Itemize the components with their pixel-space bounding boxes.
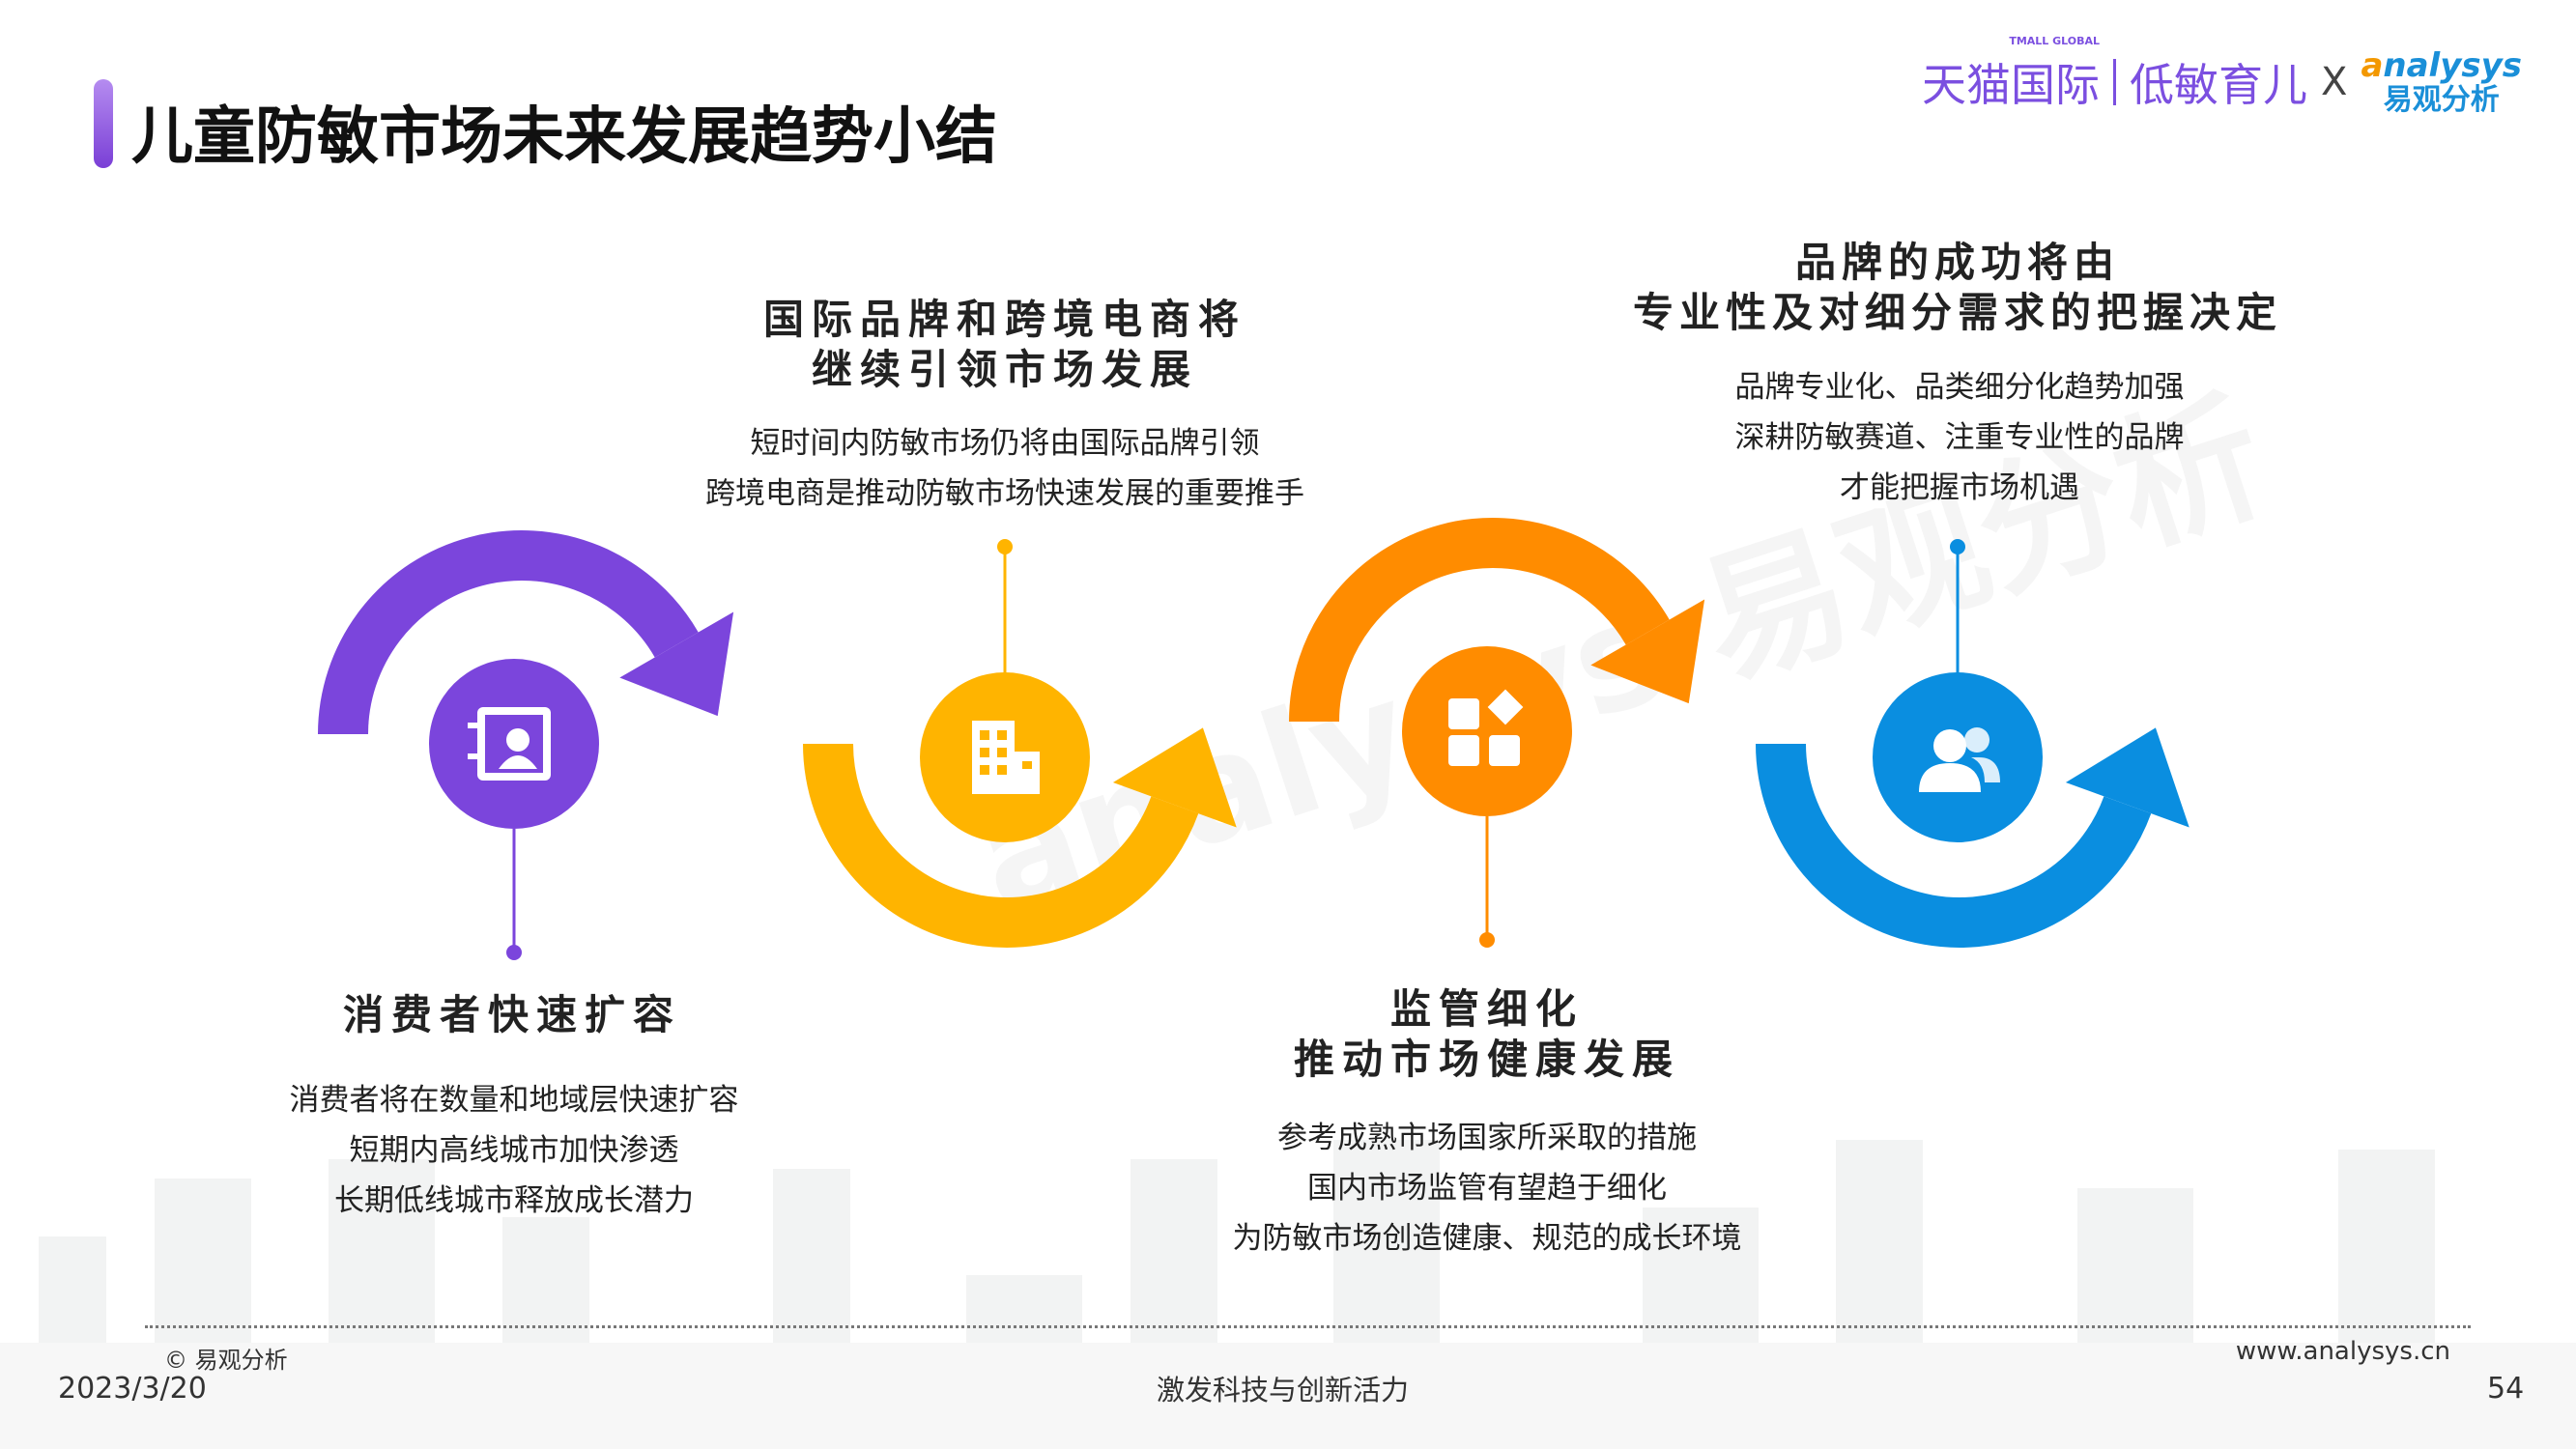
slogan: 激发科技与创新活力 [1157, 1374, 1410, 1406]
step1-body: 消费者将在数量和地域层快速扩容短期内高线城市加快渗透长期低线城市释放成长潜力 [290, 1075, 739, 1226]
heading-line: 国际品牌和跨境电商将 [762, 296, 1247, 343]
tmall-global-small-text: TMALL GLOBAL [2009, 35, 2101, 47]
connector-dot [1950, 539, 1965, 554]
cycle-arc [318, 530, 699, 735]
step3-body: 参考成熟市场国家所采取的措施国内市场监管有望趋于细化为防敏市场创造健康、规范的成… [1233, 1113, 1742, 1264]
arrow-head [619, 611, 734, 717]
body-line: 才能把握市场机遇 [1840, 470, 2079, 505]
step4-heading: 品牌的成功将由专业性及对细分需求的把握决定 [1633, 238, 2282, 338]
cycle-arc [1756, 743, 2152, 948]
step-icon-circle [1402, 646, 1572, 816]
connector-dot [1479, 932, 1495, 948]
heading-line: 推动市场健康发展 [1293, 1036, 1681, 1083]
apps-grid-icon [1448, 689, 1524, 766]
arrow-head [1590, 599, 1705, 704]
step3-heading: 监管细化推动市场健康发展 [1294, 984, 1680, 1085]
tmall-global-logo: TMALL GLOBAL 天猫国际 [1922, 35, 2101, 114]
heading-line: 继续引领市场发展 [811, 346, 1199, 393]
body-line: 短时间内防敏市场仍将由国际品牌引领 [750, 426, 1260, 461]
connector-dot [506, 945, 522, 960]
body-line: 消费者将在数量和地域层快速扩容 [289, 1083, 739, 1118]
city-skyline-background [0, 1140, 2576, 1449]
logo-divider [2113, 59, 2117, 105]
contact-book-icon [468, 707, 551, 781]
step4-body: 品牌专业化、品类细分化趋势加强深耕防敏赛道、注重专业性的品牌才能把握市场机遇 [1735, 362, 2185, 513]
heading-line: 消费者快速扩容 [342, 991, 682, 1038]
page-title: 儿童防敏市场未来发展趋势小结 [131, 101, 997, 173]
tmall-text: 天猫国际 [1922, 59, 2101, 111]
heading-line: 品牌的成功将由 [1794, 239, 2121, 286]
body-line: 短期内高线城市加快渗透 [349, 1133, 679, 1168]
connector-dot [997, 539, 1013, 554]
heading-line: 监管细化 [1389, 985, 1585, 1033]
footer-divider [145, 1325, 2471, 1328]
cycle-arc [803, 743, 1199, 948]
cycle-arc [1289, 518, 1670, 723]
heading-line: 专业性及对细分需求的把握决定 [1632, 289, 2283, 336]
body-line: 长期低线城市释放成长潜力 [334, 1183, 694, 1218]
body-line: 深耕防敏赛道、注重专业性的品牌 [1734, 420, 2185, 455]
analysys-rest: nalysys [2383, 46, 2522, 85]
body-line: 为防敏市场创造健康、规范的成长环境 [1232, 1221, 1742, 1256]
logo-group: TMALL GLOBAL 天猫国际 低敏育儿 X analysys 易观分析 [1922, 35, 2522, 126]
analysys-cn: 易观分析 [2383, 83, 2500, 117]
arrow-head [2065, 727, 2190, 828]
step2-heading: 国际品牌和跨境电商将继续引领市场发展 [763, 295, 1246, 395]
brand-text: 低敏育儿 [2130, 59, 2308, 111]
step1-heading: 消费者快速扩容 [343, 990, 681, 1040]
title-accent-bar [94, 79, 113, 168]
analysys-a: a [2361, 46, 2384, 85]
page-number: 54 [2487, 1372, 2525, 1406]
website-link[interactable]: www.analysys.cn [2235, 1337, 2450, 1366]
body-line: 参考成熟市场国家所采取的措施 [1277, 1121, 1697, 1155]
analysys-logo: analysys 易观分析 [2361, 49, 2522, 115]
body-line: 国内市场监管有望趋于细化 [1307, 1171, 1667, 1206]
users-icon [1919, 727, 2000, 792]
cross-mark: X [2321, 60, 2348, 104]
body-line: 跨境电商是推动防敏市场快速发展的重要推手 [705, 476, 1304, 511]
arrow-head [1112, 727, 1237, 828]
copyright: © 易观分析 [164, 1347, 288, 1374]
building-icon [972, 721, 1040, 794]
date: 2023/3/20 [58, 1372, 207, 1406]
step2-body: 短时间内防敏市场仍将由国际品牌引领跨境电商是推动防敏市场快速发展的重要推手 [705, 418, 1304, 519]
body-line: 品牌专业化、品类细分化趋势加强 [1734, 370, 2185, 405]
